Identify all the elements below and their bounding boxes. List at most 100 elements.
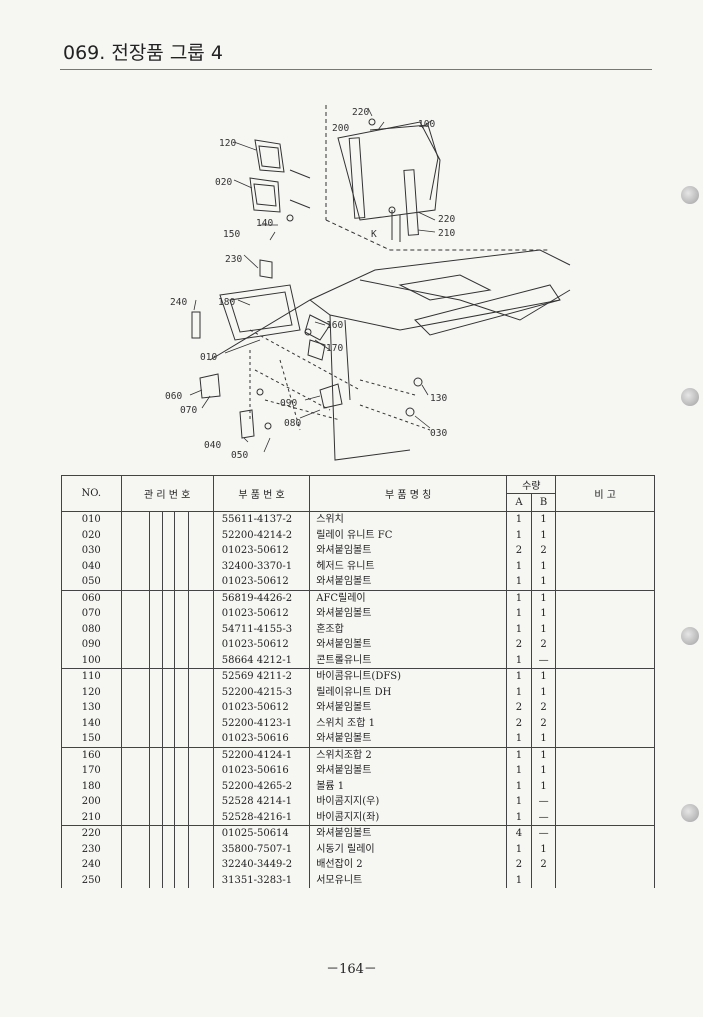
remarks-cell	[555, 527, 655, 543]
mgmt-cell	[173, 637, 190, 653]
callout: 060	[165, 391, 182, 402]
remarks-cell	[555, 857, 655, 873]
mgmt-cell	[120, 527, 151, 543]
part-name: 서모유니트	[309, 872, 508, 888]
callout: 230	[225, 254, 242, 265]
part-name: 바이콤유니트(DFS)	[309, 668, 508, 685]
part-number: 01023-50616	[212, 731, 311, 748]
mgmt-cell	[188, 763, 214, 779]
mgmt-cell	[173, 543, 190, 559]
mgmt-cell	[188, 731, 214, 748]
callout: 040	[204, 440, 221, 451]
exploded-parts-diagram: 220 200 100 120 020 140 150 230 240 180 …	[165, 105, 571, 461]
part-number: 52569 4211-2	[212, 668, 311, 685]
part-number: 01023-50612	[212, 637, 311, 653]
header-part-no: 부 품 번 호	[212, 475, 311, 512]
qty-a: 1	[506, 511, 532, 528]
mgmt-cell	[188, 668, 214, 685]
mgmt-cell	[188, 684, 214, 700]
part-name: 와셔붙임볼트	[309, 700, 508, 716]
mgmt-cell	[173, 700, 190, 716]
part-name: 와셔붙임볼트	[309, 763, 508, 779]
part-name: 와셔붙임볼트	[309, 637, 508, 653]
mgmt-cell	[173, 652, 190, 669]
mgmt-cell	[120, 543, 151, 559]
mgmt-cell	[173, 794, 190, 810]
part-item-no: 100	[61, 652, 122, 669]
remarks-cell	[555, 511, 655, 528]
part-item-no: 240	[61, 857, 122, 873]
mgmt-cell	[149, 731, 163, 748]
qty-b: 1	[530, 527, 557, 543]
remarks-cell	[555, 574, 655, 591]
qty-a: 2	[506, 857, 532, 873]
mgmt-cell	[173, 527, 190, 543]
binder-hole	[681, 186, 699, 204]
callout: 180	[218, 297, 235, 308]
mgmt-cell	[149, 715, 163, 731]
part-item-no: 040	[61, 558, 122, 574]
mgmt-cell	[188, 857, 214, 873]
mgmt-cell	[149, 558, 163, 574]
mgmt-cell	[120, 841, 151, 857]
remarks-cell	[555, 809, 655, 826]
mgmt-cell	[149, 652, 163, 669]
qty-b: 1	[530, 778, 557, 794]
qty-a: 1	[506, 621, 532, 637]
qty-b: —	[530, 794, 557, 810]
mgmt-cell	[173, 763, 190, 779]
mgmt-cell	[149, 574, 163, 591]
mgmt-cell	[149, 747, 163, 763]
qty-a: 1	[506, 872, 532, 888]
part-name: 헤저드 유니트	[309, 558, 508, 574]
mgmt-cell	[149, 668, 163, 685]
part-number: 01023-50612	[212, 700, 311, 716]
part-item-no: 180	[61, 778, 122, 794]
mgmt-cell	[173, 606, 190, 622]
part-item-no: 200	[61, 794, 122, 810]
remarks-cell	[555, 637, 655, 653]
callout: 140	[256, 218, 273, 229]
part-number: 01023-50612	[212, 543, 311, 559]
mgmt-cell	[188, 511, 214, 528]
qty-b: 1	[530, 558, 557, 574]
mgmt-cell	[161, 574, 175, 591]
qty-a: 1	[506, 794, 532, 810]
callout: 200	[332, 123, 349, 134]
callout: 120	[219, 138, 236, 149]
qty-a: 1	[506, 652, 532, 669]
mgmt-cell	[120, 637, 151, 653]
mgmt-cell	[188, 558, 214, 574]
mgmt-cell	[120, 511, 151, 528]
callout: 240	[170, 297, 187, 308]
mgmt-cell	[161, 841, 175, 857]
mgmt-cell	[161, 637, 175, 653]
mgmt-cell	[149, 684, 163, 700]
qty-b: 1	[530, 574, 557, 591]
part-number: 31351-3283-1	[212, 872, 311, 888]
header-mgmt-no: 관 리 번 호	[120, 475, 214, 512]
remarks-cell	[555, 825, 655, 842]
part-item-no: 220	[61, 825, 122, 842]
qty-a: 4	[506, 825, 532, 842]
mgmt-cell	[188, 590, 214, 606]
qty-b: 2	[530, 857, 557, 873]
header-qty-b: B	[530, 493, 557, 512]
part-name: 와셔붙임볼트	[309, 606, 508, 622]
mgmt-cell	[173, 511, 190, 528]
mgmt-cell	[188, 574, 214, 591]
mgmt-cell	[161, 763, 175, 779]
part-number: 55611-4137-2	[212, 511, 311, 528]
part-name: 와셔붙임볼트	[309, 574, 508, 591]
qty-a: 2	[506, 700, 532, 716]
qty-b: 1	[530, 841, 557, 857]
mgmt-cell	[161, 684, 175, 700]
remarks-cell	[555, 763, 655, 779]
remarks-cell	[555, 621, 655, 637]
